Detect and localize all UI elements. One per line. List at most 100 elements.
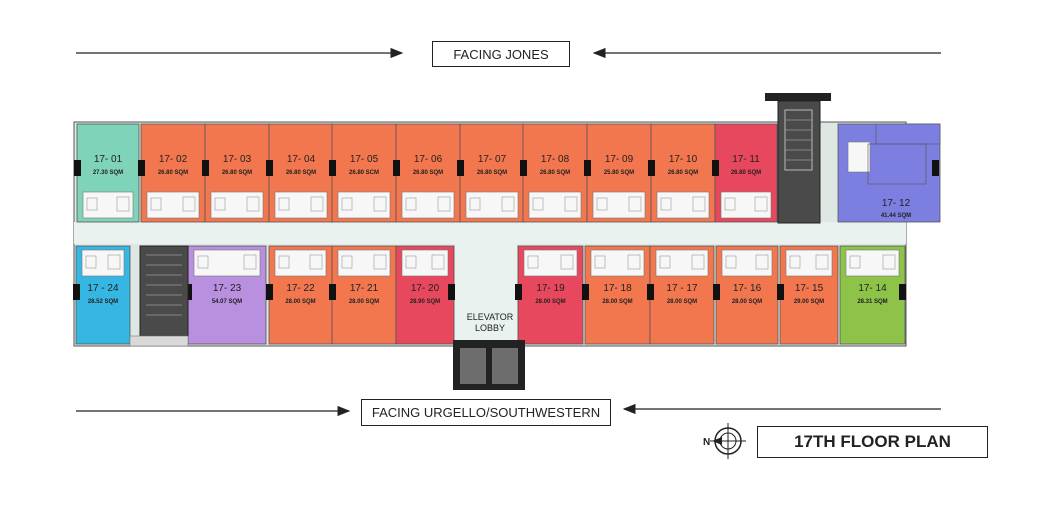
unit-area: 26.80 SQM: [477, 170, 507, 176]
structural-column: [584, 160, 591, 176]
unit-area: 29.00 SQM: [794, 299, 824, 305]
structural-column: [648, 160, 655, 176]
elevator-label-line1: ELEVATOR: [467, 312, 514, 322]
unit-17-03: 17- 03 26.80 SQM: [202, 123, 270, 223]
unit-number: 17- 15: [795, 283, 824, 294]
unit-17-09: 17- 09 25.80 SQM: [584, 123, 652, 223]
unit-area: 26.80 SQM: [540, 170, 570, 176]
compass-north-letter: N: [703, 437, 710, 448]
bathroom: [785, 249, 833, 277]
unit-17-11: 17- 11 26.80 SQM: [712, 123, 778, 223]
unit-area: 28.00 SQM: [535, 299, 565, 305]
unit-17-08: 17- 08 26.80 SQM: [520, 123, 588, 223]
unit-area: 27.30 SQM: [93, 170, 123, 176]
structural-column: [74, 160, 81, 176]
unit-area: 54.07 SQM: [212, 299, 242, 305]
structural-column: [138, 160, 145, 176]
bathroom: [523, 249, 578, 277]
unit-number: 17- 16: [733, 283, 762, 294]
bathroom: [592, 191, 646, 219]
structural-column: [266, 160, 273, 176]
unit-17-16: 17- 16 28.00 SQM: [713, 245, 779, 345]
unit-number: 17- 07: [478, 154, 507, 165]
structural-column: [266, 284, 273, 300]
structural-column: [647, 284, 654, 300]
unit-number: 17 - 17: [666, 283, 698, 294]
structural-column: [329, 284, 336, 300]
unit-area: 26.80 SQM: [731, 170, 761, 176]
unit-area: 25.80 SQM: [604, 170, 634, 176]
unit-area: 28.90 SQM: [410, 299, 440, 305]
unit-area: 28.00 SQM: [732, 299, 762, 305]
unit-number: 17- 06: [414, 154, 443, 165]
structural-column: [515, 284, 522, 300]
unit-number: 17- 04: [287, 154, 316, 165]
unit-area: 28.00 SQM: [667, 299, 697, 305]
bathroom: [465, 191, 519, 219]
unit-number: 17- 11: [732, 154, 760, 165]
unit-17-17: 17 - 17 28.00 SQM: [647, 245, 715, 345]
unit-number: 17- 18: [603, 283, 632, 294]
unit-17-23: 17- 23 54.07 SQM: [185, 245, 267, 345]
facing-bottom-label: FACING URGELLO/SOUTHWESTERN: [361, 399, 611, 426]
unit-number: 17- 09: [605, 154, 634, 165]
floor-plan-title: 17TH FLOOR PLAN: [757, 426, 988, 458]
unit-number: 17- 05: [350, 154, 379, 165]
structural-column: [899, 284, 906, 300]
unit-number: 17 - 24: [87, 283, 119, 294]
structural-column: [329, 160, 336, 176]
unit-number: 17- 21: [350, 283, 379, 294]
unit-area: 26.80 SCM: [349, 170, 379, 176]
structural-column: [712, 160, 719, 176]
unit-number: 17- 03: [223, 154, 252, 165]
unit-17-19: 17- 19 28.00 SQM: [515, 245, 584, 345]
bathroom: [401, 249, 449, 277]
structural-column: [932, 160, 939, 176]
structural-column: [520, 160, 527, 176]
unit-number: 17- 20: [411, 283, 440, 294]
unit-17-20: 17- 20 28.90 SQM: [395, 245, 455, 345]
unit-number: 17- 14: [858, 283, 887, 294]
unit-number: 17- 22: [286, 283, 315, 294]
compass-icon: [710, 423, 746, 459]
unit-number: 17- 19: [536, 283, 565, 294]
unit-number: 17- 08: [541, 154, 570, 165]
bathroom: [210, 191, 264, 219]
structural-column: [73, 284, 80, 300]
unit-area: 41.44 SQM: [881, 213, 911, 219]
structural-column: [582, 284, 589, 300]
unit-number: 17- 23: [213, 283, 242, 294]
unit-17-18: 17- 18 28.00 SQM: [582, 245, 651, 345]
unit-number: 17- 10: [669, 154, 698, 165]
structural-column: [202, 160, 209, 176]
corridor: [74, 222, 906, 244]
bathroom: [656, 191, 710, 219]
structural-column: [393, 160, 400, 176]
bathroom: [81, 249, 125, 277]
corridor-lobby: [455, 244, 517, 346]
elevator-label-line2: LOBBY: [475, 323, 505, 333]
unit-17-05: 17- 05 26.80 SCM: [329, 123, 397, 223]
unit-area: 26.80 SQM: [222, 170, 252, 176]
structural-column: [713, 284, 720, 300]
unit-17-15: 17- 15 29.00 SQM: [777, 245, 839, 345]
stair-core-bottom: [129, 245, 189, 347]
unit-area: 28.00 SQM: [602, 299, 632, 305]
stair-core-top: [765, 93, 831, 224]
unit-17-07: 17- 07 26.80 SQM: [457, 123, 525, 223]
bathroom: [337, 249, 391, 277]
bathroom: [146, 191, 200, 219]
unit-area: 26.80 SQM: [158, 170, 188, 176]
bathroom: [82, 191, 134, 219]
bathroom: [845, 249, 900, 277]
facing-top-label: FACING JONES: [432, 41, 570, 67]
bathroom: [720, 191, 772, 219]
